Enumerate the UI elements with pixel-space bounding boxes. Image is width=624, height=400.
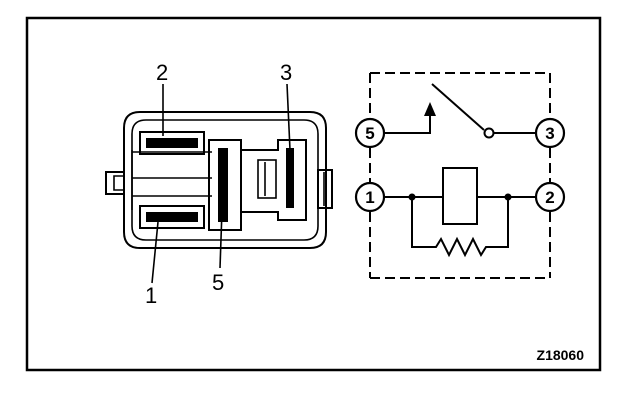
figure-frame [25,16,602,372]
pin-5-circle [354,117,386,149]
center-block [257,159,277,199]
right-latch [317,169,333,209]
pin-2-circle [534,181,566,213]
pin-2-label: 2 [545,188,554,207]
left-latch-inner [113,175,124,191]
figure-code: Z18060 [537,347,585,363]
terminal-5-slot [208,139,242,231]
leader-5 [219,209,223,269]
label-terminal-2: 2 [156,60,168,85]
relay-coil [442,167,478,225]
connector-body-inner [131,119,319,241]
leader-3 [286,83,291,151]
pin-1-label: 1 [365,188,374,207]
left-latch [105,171,124,195]
resistor-wire [411,197,509,258]
terminal-2-blade [146,138,198,148]
label-terminal-1: 1 [145,283,157,308]
label-terminal-3: 3 [280,60,292,85]
relay-schematic: 5 3 1 2 [354,72,566,279]
switch-blade [431,83,485,131]
label-terminal-5: 5 [212,270,224,295]
relay-connector: 2 3 1 5 [105,60,333,308]
terminal-1-blade [146,212,198,222]
terminal-3-housing [241,139,307,221]
pin-1-circle [354,181,386,213]
leader-1 [151,221,159,284]
connector-body-outer [123,111,327,249]
terminal-3-blade [286,148,294,208]
switch-arrow [424,102,436,116]
pin-3-circle [534,117,566,149]
terminal-1-slot [139,205,205,229]
pin-3-label: 3 [545,124,554,143]
terminal-2-slot [139,131,205,155]
terminal-5-blade [218,148,228,222]
switch-wire-5 [385,112,431,134]
switch-pivot [483,127,495,139]
pin-5-label: 5 [365,124,374,143]
